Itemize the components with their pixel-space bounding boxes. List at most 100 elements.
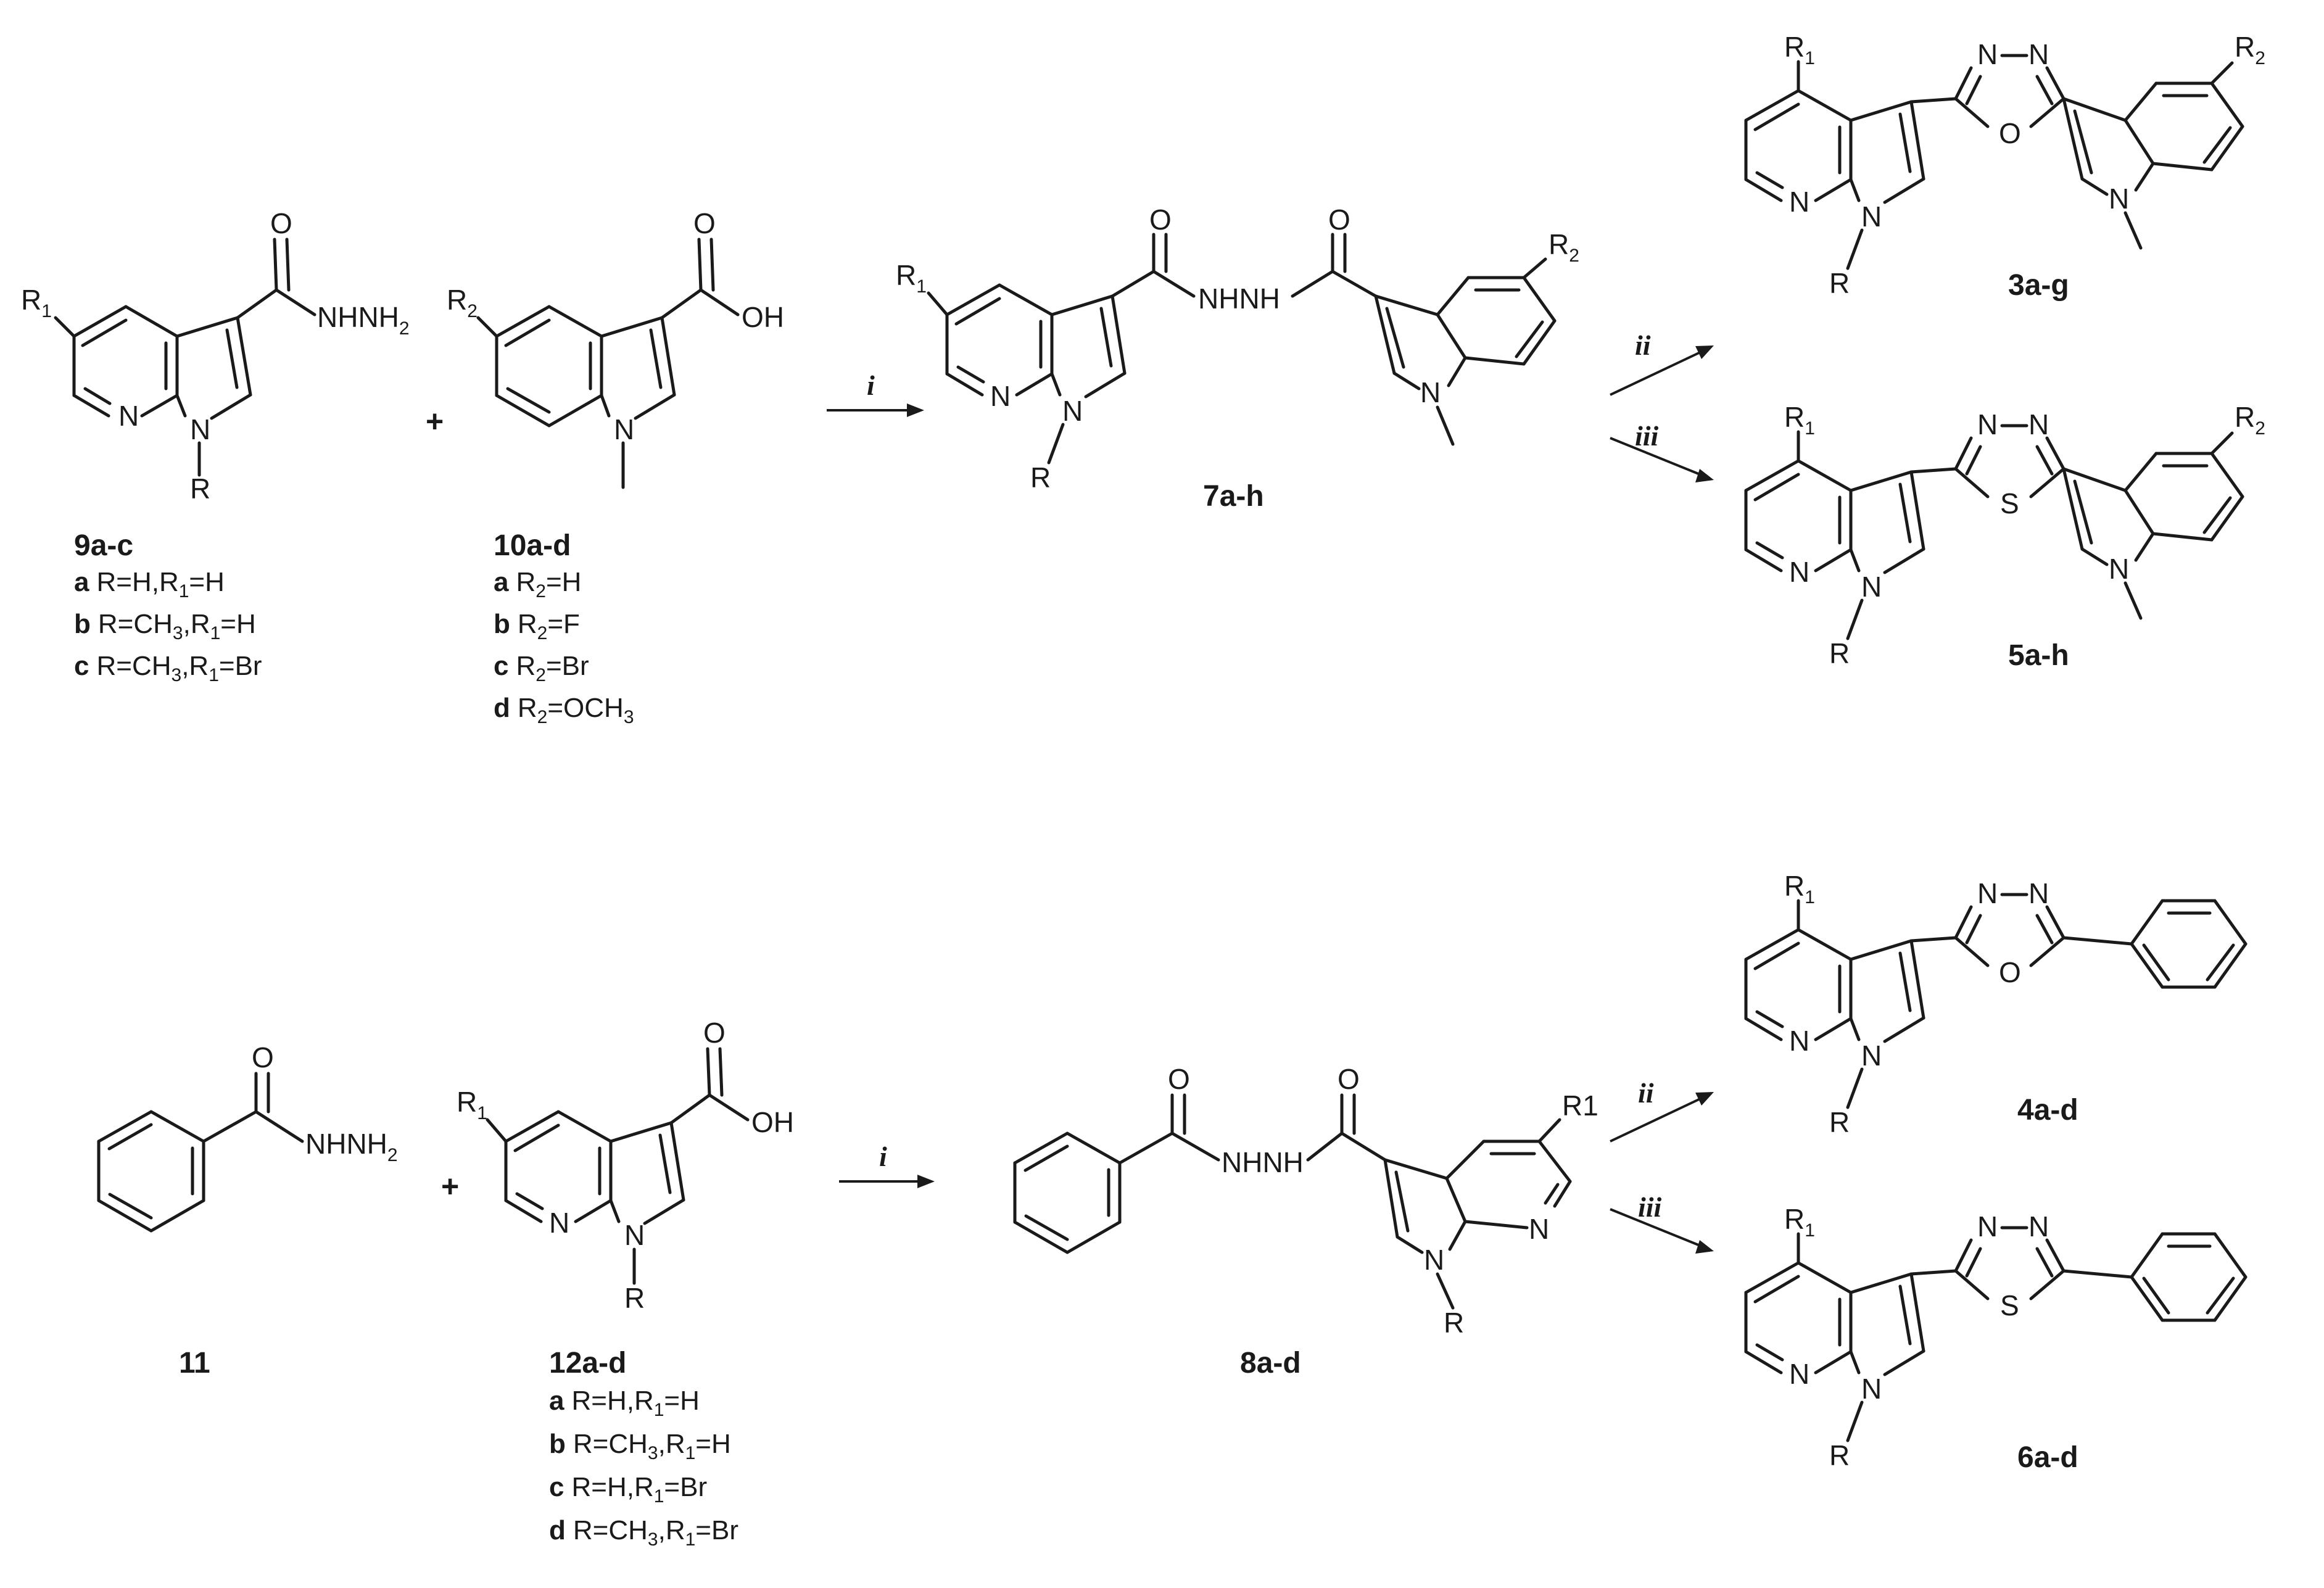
compound-4-r-label: R <box>1829 1106 1850 1138</box>
reagent-label-top-iii: iii <box>1635 420 1659 452</box>
compound-3-r-label: R <box>1829 267 1850 299</box>
compound-7-nhnh-label: NHNH <box>1198 283 1280 315</box>
compound-8-id: 8a-d <box>1240 1347 1301 1379</box>
compound-5-pyridine-n: N <box>1789 556 1809 588</box>
compound-4-pyrrole-n: N <box>1861 1040 1882 1072</box>
compound-9-pyridine-n: N <box>118 400 139 432</box>
compound-6-n1-label: N <box>1977 1210 1998 1243</box>
compound-5-r1-label: R1 <box>1784 401 1815 439</box>
compound-12-pyridine-n: N <box>549 1207 569 1239</box>
compound-12-bonds <box>486 1047 750 1285</box>
compound-4: R1 N N R N N O 4a-d <box>1744 870 2247 1138</box>
compound-8-pyridine-n: N <box>1529 1213 1549 1245</box>
compound-12-id: 12a-d <box>549 1347 626 1379</box>
compound-11-o-label: O <box>252 1041 274 1073</box>
compound-3-n2-label: N <box>2028 38 2049 70</box>
compound-7-pyrrole-n: N <box>1062 395 1083 427</box>
compound-5-indole-n: N <box>2109 553 2129 585</box>
compound-6-n2-label: N <box>2028 1210 2049 1243</box>
compound-4-pyridine-n: N <box>1789 1025 1809 1057</box>
compound-12-pyrrole-n: N <box>624 1219 645 1251</box>
reagent-label-bottom-iii: iii <box>1638 1191 1662 1223</box>
compound-9-id: 9a-c <box>74 529 133 562</box>
compound-4-id: 4a-d <box>2017 1094 2078 1127</box>
compound-5-r2-label: R2 <box>2235 401 2265 439</box>
compound-7-indole-n: N <box>1420 376 1441 408</box>
compound-4-n2-label: N <box>2028 877 2049 909</box>
compound-12-r-label: R <box>624 1282 645 1314</box>
compound-12-r1-label: R1 <box>457 1086 487 1123</box>
compound-11-id: 11 <box>179 1347 210 1379</box>
compound-7-r1-label: R1 <box>896 259 927 297</box>
compound-8-o1-label: O <box>1168 1063 1190 1095</box>
compound-9-nhnh2-label: NHNH2 <box>317 301 410 339</box>
compound-9-pyrrole-n: N <box>190 413 210 445</box>
compound-10-o-label: O <box>693 207 716 239</box>
compound-6-s-label: S <box>2000 1289 2019 1321</box>
plus-sign-top: + <box>426 404 444 439</box>
compound-5-id: 5a-h <box>2008 639 2069 672</box>
compound-9-r-label: R <box>190 473 210 505</box>
compound-6-pyridine-n: N <box>1789 1358 1809 1390</box>
compound-6-r-label: R <box>1829 1439 1850 1471</box>
compound-6-r1-label: R1 <box>1784 1203 1815 1241</box>
compound-6-bonds <box>1744 1226 2247 1442</box>
reaction-arrow-top-iii: iii <box>1610 420 1714 482</box>
compound-10-oh-label: OH <box>742 301 784 333</box>
compound-8-r-label: R <box>1444 1307 1464 1339</box>
reaction-arrow-top-i: i <box>827 370 924 417</box>
compound-9-o-label: O <box>270 207 292 239</box>
compound-3-pyridine-n: N <box>1789 186 1809 218</box>
compound-5-pyrrole-n: N <box>1861 571 1882 603</box>
compound-8-pyrrole-n: N <box>1424 1244 1444 1276</box>
compound-3-id: 3a-g <box>2008 269 2069 302</box>
compound-8-bonds <box>1013 1093 1572 1310</box>
compound-9-r1-label: R1 <box>21 284 52 321</box>
compound-7-r2-label: R2 <box>1549 228 1579 266</box>
compound-4-n1-label: N <box>1977 877 1998 909</box>
compound-7-id: 7a-h <box>1203 480 1264 513</box>
compound-6-pyrrole-n: N <box>1861 1373 1882 1405</box>
compound-10-indole-n: N <box>614 413 634 445</box>
compound-3-indole-n: N <box>2109 183 2129 215</box>
reaction-arrow-bottom-i: i <box>839 1141 935 1188</box>
reagent-label-bottom-i: i <box>879 1141 887 1172</box>
compound-3-r1-label: R1 <box>1784 31 1815 68</box>
compound-8: O O NHNH R1 N N R 8a-d <box>1013 1063 1598 1379</box>
plus-sign-bottom: + <box>441 1169 459 1204</box>
compound-11-nhnh2-label: NHNH2 <box>305 1128 398 1165</box>
compound-8-o2-label: O <box>1338 1063 1360 1095</box>
compound-4-r1-label: R1 <box>1784 870 1815 908</box>
compound-6: R1 N N R N N S 6a-d <box>1744 1203 2247 1474</box>
compound-3-bonds <box>1744 54 2244 270</box>
reagent-label-top-i: i <box>867 370 875 401</box>
reaction-arrow-bottom-iii: iii <box>1610 1191 1714 1254</box>
reagent-label-top-ii: ii <box>1635 329 1651 361</box>
compound-10-r2-label: R2 <box>447 284 478 321</box>
compound-9-bonds <box>54 238 316 477</box>
compound-11: O NHNH2 11 <box>97 1041 398 1379</box>
compound-8-nhnh-label: NHNH <box>1222 1146 1304 1178</box>
compound-7-r-label: R <box>1030 461 1051 494</box>
compound-5-n2-label: N <box>2028 408 2049 440</box>
compound-7-o1-label: O <box>1149 204 1172 236</box>
compound-3-pyrrole-n: N <box>1861 201 1882 233</box>
compound-5-bonds <box>1744 424 2244 640</box>
compound-3: R1 N N R N N O N R2 3a-g <box>1744 31 2265 302</box>
compound-3-o-label: O <box>1999 117 2021 149</box>
